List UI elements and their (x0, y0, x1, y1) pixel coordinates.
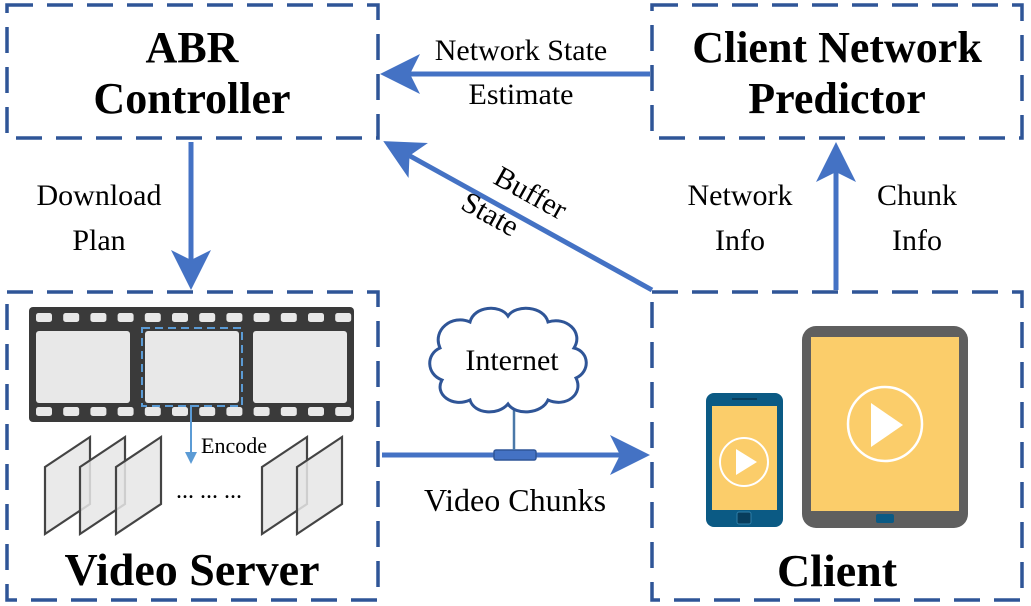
video-chunks-arrow: Video Chunks (382, 410, 650, 518)
sprocket-hole (280, 313, 297, 322)
download-plan-arrow: Download Plan (37, 142, 211, 290)
sprocket-hole (117, 407, 134, 416)
sprocket-hole (199, 313, 216, 322)
sprocket-hole (199, 407, 216, 416)
network-info-label-line1: Network (688, 179, 793, 212)
film-strip-icon (29, 307, 354, 422)
network-state-estimate-arrow: Network State Estimate (380, 34, 650, 111)
tablet-icon (802, 326, 968, 528)
sprocket-hole (63, 407, 80, 416)
network-connector (493, 449, 537, 461)
sprocket-hole (117, 313, 134, 322)
play-icon (719, 437, 769, 487)
cloud-icon: Internet (428, 306, 588, 414)
sprocket-hole (226, 313, 243, 322)
client-box: Client (650, 290, 1024, 602)
network-state-label-line2: Estimate (469, 78, 574, 111)
sprocket-hole (253, 407, 270, 416)
buffer-state-arrow: Buffer State (383, 141, 654, 293)
sprocket-hole (335, 407, 352, 416)
sprocket-hole (90, 313, 107, 322)
film-frame (145, 331, 239, 403)
sprocket-hole (90, 407, 107, 416)
client-network-predictor-box: Client Network Predictor (650, 3, 1024, 140)
abr-controller-title-line1: ABR (146, 23, 240, 72)
predictor-title-line2: Predictor (748, 74, 926, 123)
download-plan-label-line2: Plan (72, 224, 125, 257)
sprocket-hole (335, 313, 352, 322)
network-info-label-line2: Info (715, 224, 765, 257)
sprocket-hole (308, 313, 324, 322)
sprocket-hole (226, 407, 243, 416)
sprocket-hole (172, 313, 188, 322)
film-frame (36, 331, 130, 403)
network-state-label-line1: Network State (435, 34, 607, 67)
video-frames-icon (43, 434, 344, 537)
chunk-info-label-line1: Chunk (877, 179, 957, 212)
sprocket-hole (63, 313, 80, 322)
internet-label: Internet (465, 344, 559, 377)
download-plan-label-line1: Download (37, 179, 162, 212)
predictor-title-line1: Client Network (692, 23, 982, 72)
sprocket-hole (36, 407, 52, 416)
film-frame (253, 331, 347, 403)
video-server-title: Video Server (64, 544, 319, 595)
ellipsis-label: ... ... ... (176, 478, 242, 504)
client-title: Client (777, 545, 898, 596)
encode-label: Encode (201, 433, 267, 458)
play-icon (846, 385, 924, 463)
sprocket-hole (144, 313, 161, 322)
encoded-frame (114, 434, 163, 537)
network-chunk-info-arrow: Network Info Chunk Info (688, 142, 957, 290)
sprocket-hole (280, 407, 297, 416)
sprocket-hole (308, 407, 324, 416)
abr-controller-title-line2: Controller (93, 74, 290, 123)
smartphone-icon (706, 393, 783, 527)
video-chunks-label: Video Chunks (424, 482, 606, 518)
sprocket-hole (172, 407, 188, 416)
sprocket-hole (144, 407, 161, 416)
video-server-box: Encode ... ... ... Video Server (5, 290, 380, 602)
encoded-frame (295, 434, 344, 537)
sprocket-hole (36, 313, 52, 322)
abr-controller-box: ABR Controller (5, 3, 380, 140)
chunk-info-label-line2: Info (892, 224, 942, 257)
sprocket-hole (253, 313, 270, 322)
